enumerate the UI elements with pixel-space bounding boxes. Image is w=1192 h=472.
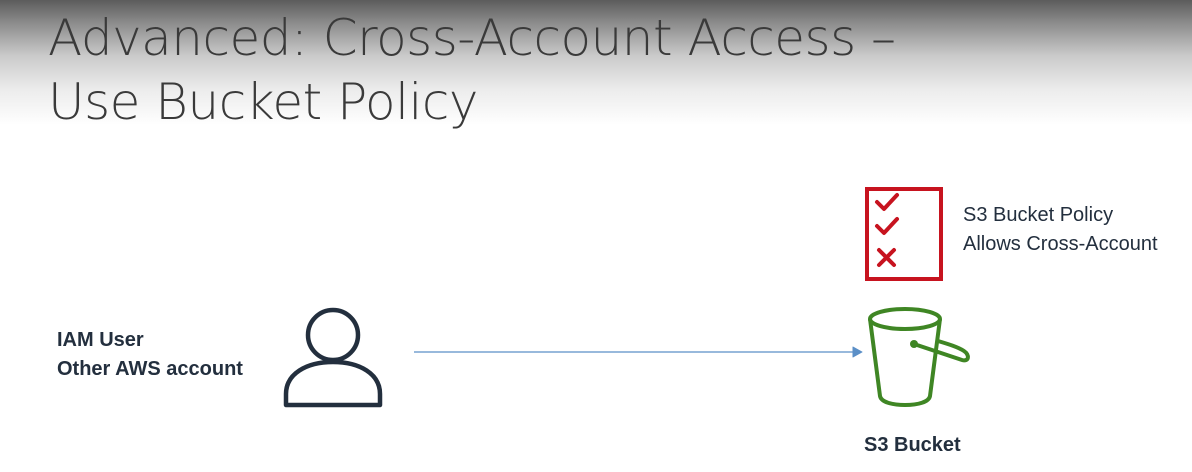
slide-title: Advanced: Cross-Account Access – Use Buc… <box>48 6 896 134</box>
iam-user-label-line-1: IAM User <box>57 329 144 351</box>
iam-user-label: IAM User Other AWS account <box>57 326 243 384</box>
access-arrow <box>414 346 863 358</box>
s3-bucket-icon <box>868 307 970 407</box>
s3-bucket-label: S3 Bucket <box>864 434 961 456</box>
iam-user-label-line-2: Other AWS account <box>57 358 243 380</box>
slide-title-line-2: Use Bucket Policy <box>48 73 478 131</box>
bucket-policy-label-line-1: S3 Bucket Policy <box>963 204 1114 226</box>
user-icon <box>283 307 383 408</box>
slide-title-line-1: Advanced: Cross-Account Access – <box>48 9 896 67</box>
checklist-document-icon <box>865 187 943 281</box>
bucket-policy-label-line-2: Allows Cross-Account <box>963 233 1158 255</box>
header-background <box>0 0 1192 130</box>
bucket-policy-label: S3 Bucket Policy Allows Cross-Account <box>963 201 1158 259</box>
